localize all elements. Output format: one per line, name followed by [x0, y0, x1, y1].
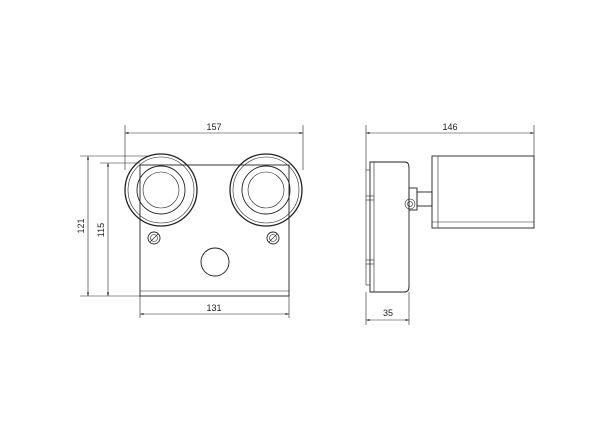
- dim-front-height-total: 121: [76, 218, 86, 233]
- side-lamp-head: [431, 155, 535, 229]
- dim-side-depth: 146: [442, 122, 457, 132]
- side-view: 146 35: [365, 122, 535, 325]
- right-screw: [266, 231, 280, 245]
- left-lamp-head: [124, 153, 198, 227]
- dim-front-base-width: 131: [206, 303, 221, 313]
- motion-sensor: [200, 247, 230, 277]
- dim-front-height-body: 115: [96, 223, 106, 237]
- side-wall-plate: [369, 161, 410, 293]
- front-body: [139, 164, 290, 297]
- front-view: 157 131 121 115: [76, 122, 304, 318]
- side-arm: [416, 191, 433, 207]
- left-screw: [147, 231, 161, 245]
- dim-side-plate-depth: 35: [383, 308, 393, 318]
- dim-front-width: 157: [206, 122, 221, 132]
- right-lamp-head: [229, 153, 303, 227]
